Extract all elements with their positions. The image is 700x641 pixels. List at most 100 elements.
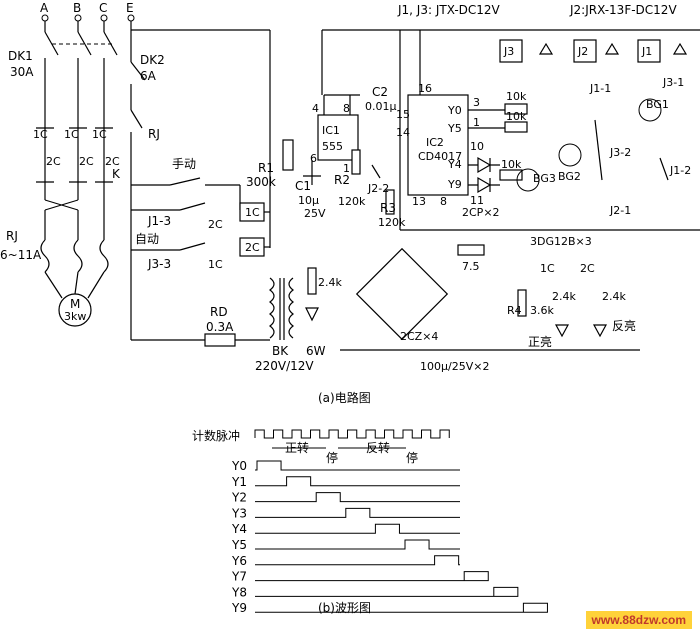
wave-row-label: Y1	[231, 475, 247, 489]
svg-text:10k: 10k	[506, 110, 527, 123]
watermark: www.88dzw.com	[585, 611, 692, 629]
svg-text:2.4k: 2.4k	[602, 290, 626, 303]
svg-text:J2: J2	[577, 45, 588, 58]
rev-led-label: 反亮	[612, 318, 636, 333]
svg-text:8: 8	[440, 195, 447, 208]
fwd-led-label: 正亮	[528, 334, 552, 349]
auto-label: 自动	[135, 232, 159, 246]
svg-text:8: 8	[343, 102, 350, 115]
manual-label: 手动	[172, 157, 196, 171]
svg-text:Y0: Y0	[447, 104, 462, 117]
relay-j1-coil	[637, 39, 661, 63]
ic2-type: CD4017	[418, 150, 462, 163]
resistor-10k-a	[504, 103, 528, 115]
svg-text:25V: 25V	[304, 207, 326, 220]
wave-row-trace	[255, 602, 548, 613]
svg-text:J1: J1	[641, 45, 652, 58]
svg-text:2C: 2C	[79, 155, 94, 168]
svg-text:Y9: Y9	[447, 178, 462, 191]
rev-led	[592, 324, 608, 338]
resistor-10k-c	[499, 169, 523, 181]
svg-text:J3: J3	[503, 45, 514, 58]
wave-row-label: Y8	[231, 585, 247, 599]
power-led	[305, 307, 319, 322]
rj-range: 6~11A	[0, 248, 42, 262]
dk1-rating: 30A	[10, 65, 34, 79]
terminal-c-label: C	[99, 1, 107, 15]
fwd-led	[554, 324, 570, 338]
ic2-label: IC2	[426, 136, 444, 149]
clock-label: 计数脉冲	[192, 428, 240, 443]
ic1-555	[317, 114, 359, 161]
bk-power: 6W	[306, 344, 326, 358]
svg-text:Y5: Y5	[447, 122, 462, 135]
svg-text:1C: 1C	[64, 128, 79, 141]
interlock-1c-label: 1C	[208, 258, 223, 271]
svg-text:4: 4	[312, 102, 319, 115]
rd-rating: 0.3A	[206, 320, 234, 334]
k-label: K	[112, 167, 121, 181]
rj-label: RJ	[6, 229, 18, 243]
svg-text:J3-1: J3-1	[662, 76, 684, 89]
resistor-7-5	[457, 244, 485, 256]
j3-3-label: J3-3	[147, 257, 171, 271]
bk-voltage: 220V/12V	[255, 359, 314, 373]
relay-type-j1-j3: J1, J3: JTX-DC12V	[397, 3, 501, 17]
svg-text:2.4k: 2.4k	[552, 290, 576, 303]
rd-label: RD	[210, 305, 228, 319]
wave-row-label: Y4	[231, 522, 247, 536]
caption-b: (b)波形图	[318, 601, 371, 615]
svg-text:11: 11	[470, 194, 484, 207]
transistor-bg3	[516, 168, 540, 192]
relay-j3-coil	[499, 39, 523, 63]
ic1-label: IC1	[322, 124, 340, 137]
svg-text:1C: 1C	[33, 128, 48, 141]
svg-text:1: 1	[473, 116, 480, 129]
resistor-r4	[517, 289, 527, 317]
wave-row-trace	[255, 460, 460, 471]
transistor-bg1	[638, 98, 662, 122]
svg-text:BG3: BG3	[533, 172, 556, 185]
c1-label: C1	[295, 179, 311, 193]
svg-text:14: 14	[396, 126, 410, 139]
motor-symbol	[58, 293, 92, 327]
wave-row-label: Y3	[231, 506, 247, 520]
terminal-c	[100, 14, 108, 22]
svg-text:120k: 120k	[378, 216, 406, 229]
wave-row-trace	[255, 476, 460, 487]
resistor-2-4k-led	[307, 267, 317, 295]
stop1-label: 停	[326, 450, 338, 465]
r3-label: R3	[380, 201, 396, 215]
svg-text:3: 3	[473, 96, 480, 109]
svg-text:2C: 2C	[46, 155, 61, 168]
clock-wave	[254, 429, 450, 439]
driver-section: J1, J3: JTX-DC12V J2:JRX-13F-DC12V 10k 1…	[397, 3, 700, 248]
svg-text:J3-2: J3-2	[609, 146, 631, 159]
counter-section: IC2 CD4017 16 15 14 13 8 Y0 Y5 Y4 Y9 3 1…	[396, 30, 505, 230]
svg-text:13: 13	[412, 195, 426, 208]
terminal-b	[74, 14, 82, 22]
power-section: A B C E DK1 30A 1C 1C 1C 2C 2C 2C	[0, 1, 271, 327]
svg-text:10: 10	[470, 140, 484, 153]
contact-block-1c: 1C 1C 1C	[33, 127, 113, 141]
dk2-label: DK2	[140, 53, 165, 67]
svg-text:1C: 1C	[540, 262, 555, 275]
svg-text:BG1: BG1	[646, 98, 669, 111]
bridge-label: 2CZ×4	[400, 330, 438, 343]
dk2-rating: 6A	[140, 69, 157, 83]
r1-resistor	[282, 139, 294, 171]
diodes-label: 2CP×2	[462, 206, 500, 219]
svg-text:10μ: 10μ	[298, 194, 319, 207]
svg-text:Y4: Y4	[447, 158, 462, 171]
stop2-label: 停	[406, 450, 418, 465]
svg-text:J2-1: J2-1	[609, 204, 631, 217]
transistors-label: 3DG12B×3	[530, 235, 592, 248]
transistor-bg2	[558, 143, 582, 167]
r1-value: 300k	[246, 175, 276, 189]
wave-row-trace	[255, 492, 460, 503]
resistor-10k-b	[504, 121, 528, 133]
svg-text:1: 1	[343, 162, 350, 175]
